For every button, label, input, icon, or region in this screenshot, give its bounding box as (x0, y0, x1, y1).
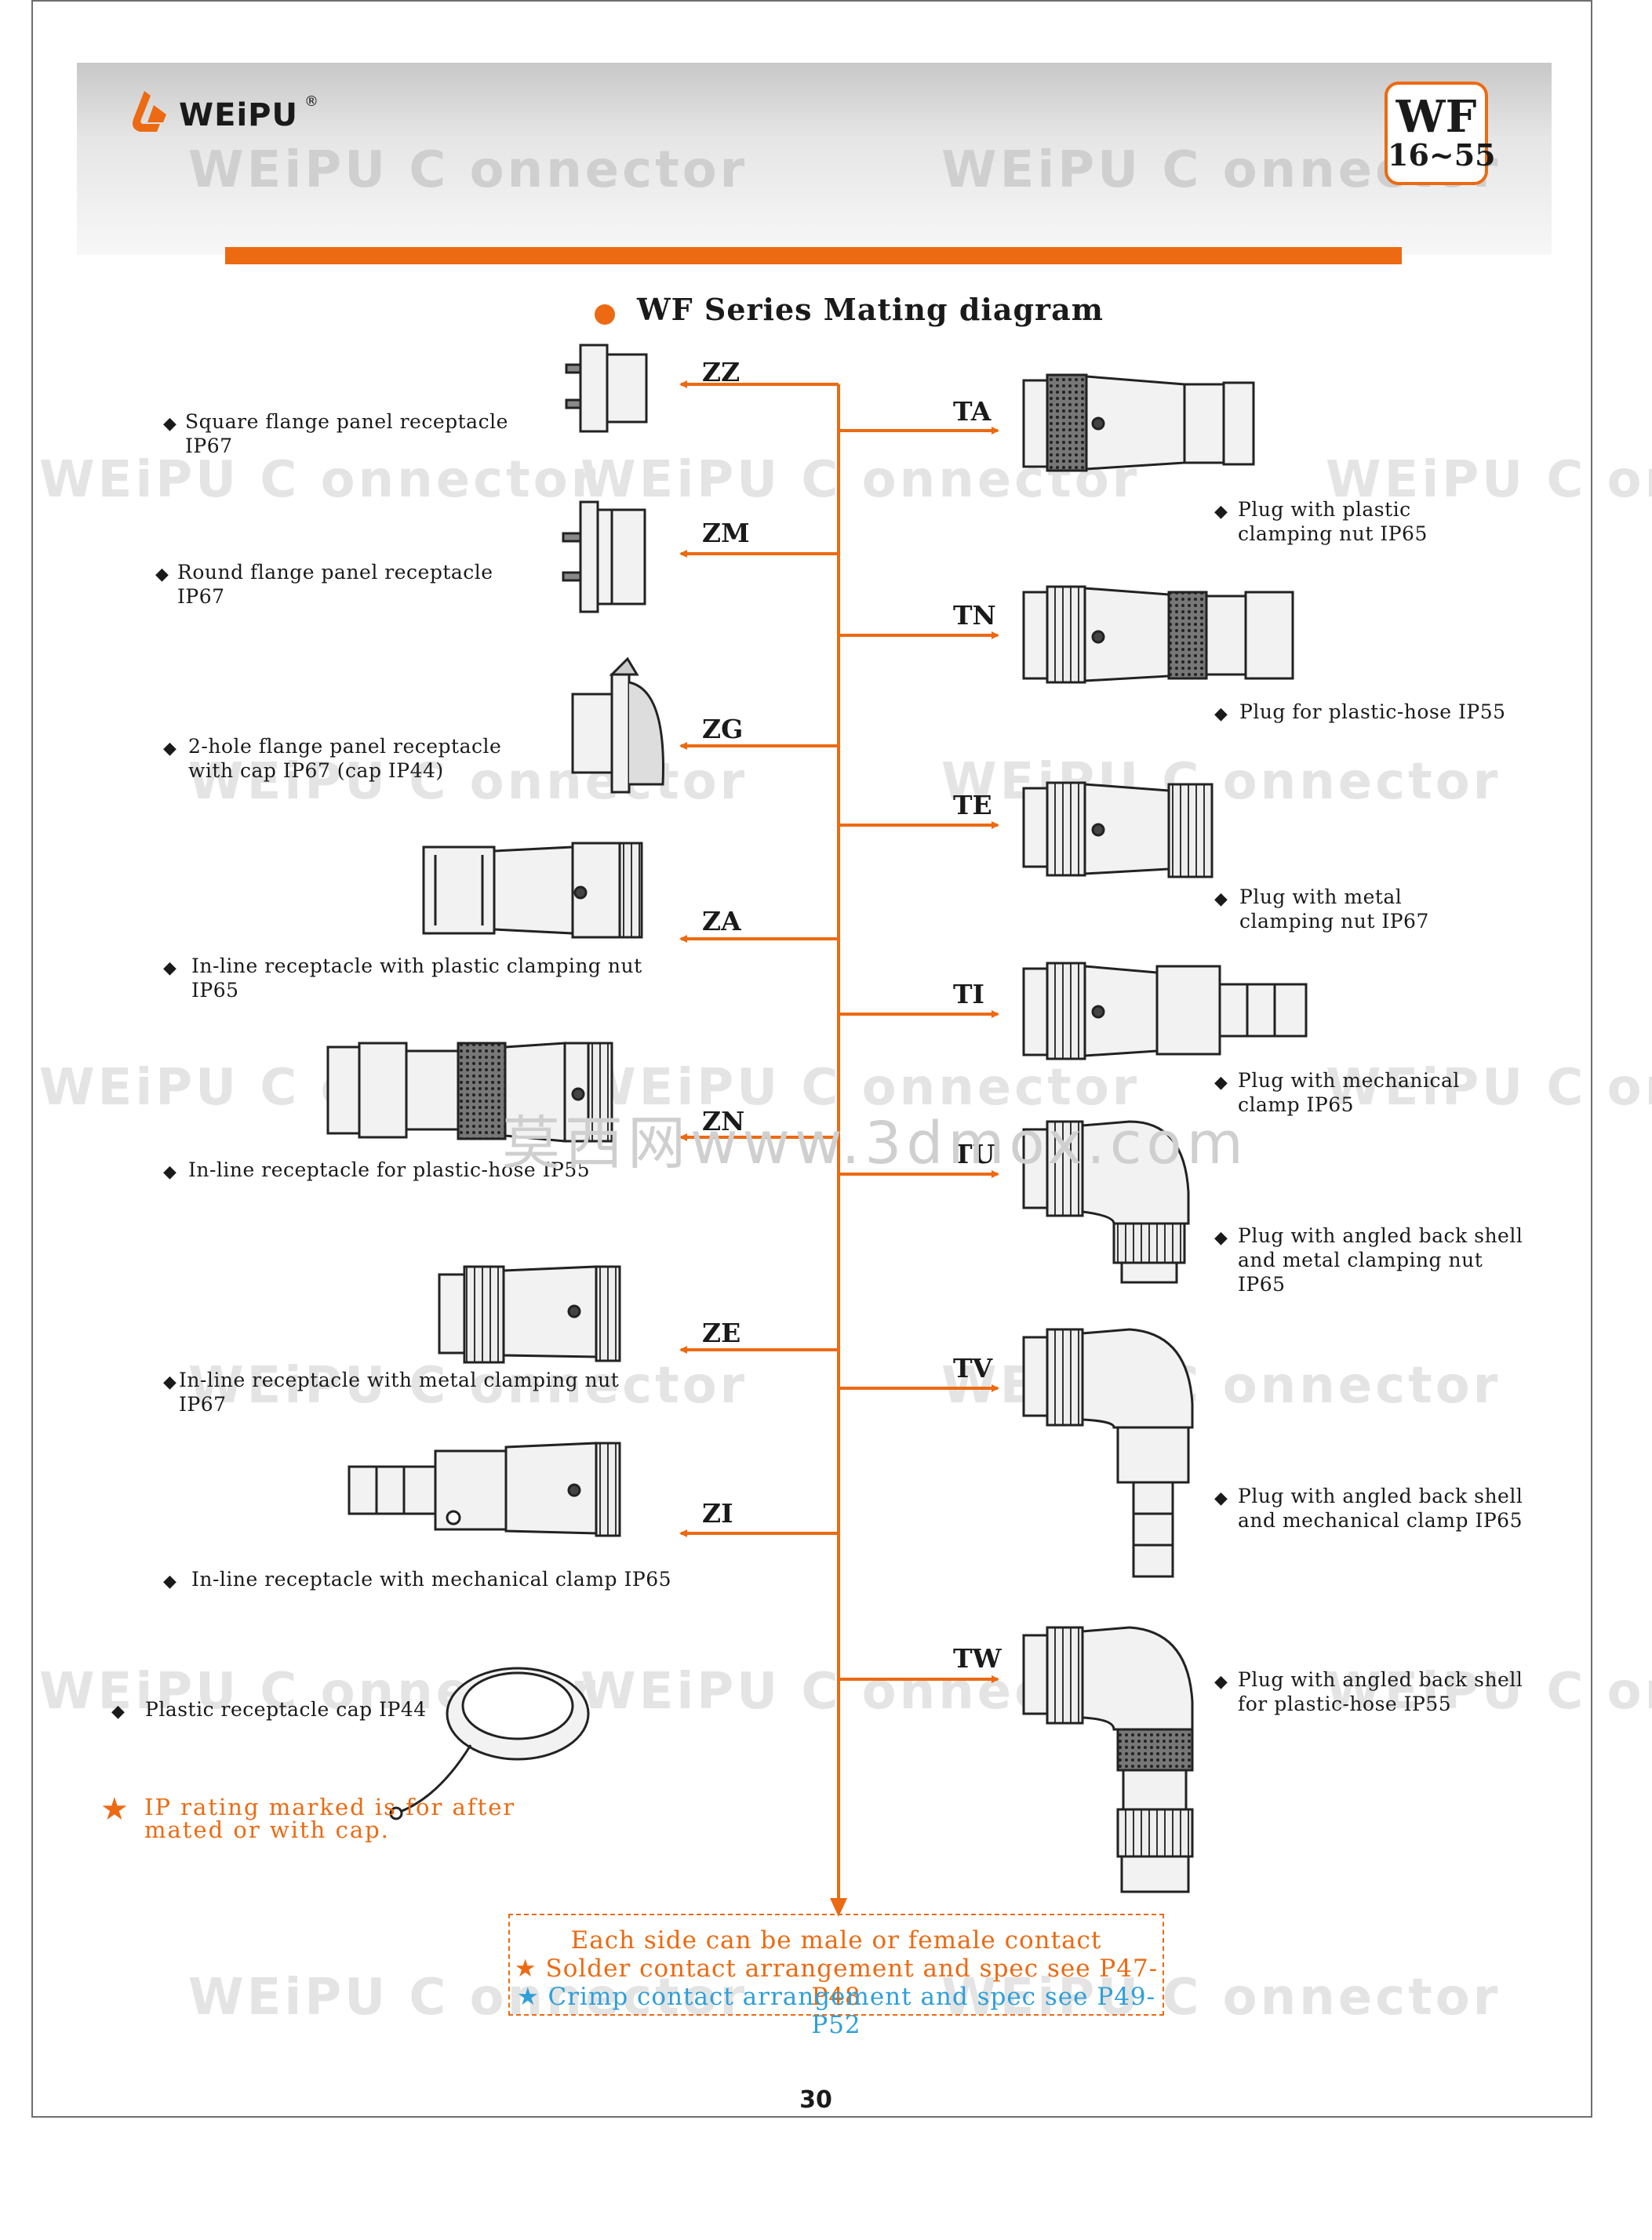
legend-line-1: Each side can be male or female contact (570, 1926, 1102, 1955)
ip-rating-note: IP rating marked is for after mated or w… (144, 1794, 516, 1843)
diamond-bullet-icon: ◆ (163, 1373, 176, 1392)
desc-ze: In-line receptacle with metal clamping n… (179, 1369, 620, 1416)
tu-connector-drawing (1022, 1120, 1190, 1284)
body-watermark: WEiPU C onnector (1326, 1663, 1652, 1721)
registered-mark: ® (304, 93, 318, 110)
code-tv: TV (953, 1353, 993, 1384)
orange-star-icon: ★ (514, 1955, 546, 1983)
header-watermark-left: WEiPU C onnector (188, 141, 748, 199)
diamond-bullet-icon: ◆ (163, 1572, 176, 1591)
ti-connector-drawing (1022, 962, 1308, 1060)
diamond-bullet-icon: ◆ (1214, 704, 1228, 724)
code-ti: TI (953, 979, 984, 1009)
code-zz: ZZ (702, 357, 740, 387)
desc-zn: In-line receptacle for plastic-hose IP55 (188, 1158, 591, 1181)
ta-connector-drawing (1022, 373, 1255, 472)
diamond-bullet-icon: ◆ (163, 414, 176, 434)
diamond-bullet-icon: ◆ (163, 1162, 176, 1182)
star-icon: ★ (100, 1791, 129, 1827)
legend-solder-text: Solder contact arrangement and spec see … (545, 1955, 1159, 2011)
diagram-title: WF Series Mating diagram (637, 292, 1104, 327)
za-connector-drawing (422, 842, 643, 939)
series-badge: WF 16~55 (1385, 82, 1496, 185)
desc-te: Plug with metal clamping nut IP67 (1239, 885, 1429, 933)
title-bullet (595, 304, 615, 325)
diamond-bullet-icon: ◆ (1214, 502, 1228, 522)
diamond-bullet-icon: ◆ (1214, 1073, 1228, 1093)
desc-za: In-line receptacle with plastic clamping… (191, 955, 642, 1002)
zi-connector-drawing (348, 1442, 621, 1537)
code-tu: TU (953, 1139, 995, 1169)
body-watermark: WEiPU C onnector (39, 451, 599, 509)
tn-connector-drawing (1022, 585, 1294, 684)
page-frame (31, 0, 1592, 2118)
te-connector-drawing (1022, 781, 1214, 878)
body-watermark: WEiPU C onnector (941, 1969, 1501, 2027)
code-zm: ZM (702, 518, 750, 548)
tw-connector-drawing (1022, 1626, 1194, 1893)
desc-cap: Plastic receptacle cap IP44 (145, 1698, 427, 1721)
diamond-bullet-icon: ◆ (1214, 1489, 1228, 1508)
zz-connector-drawing (565, 344, 648, 433)
blue-star-icon: ★ (516, 1983, 548, 2011)
legend-crimp-text: Crimp contact arrangement and spec see P… (548, 1983, 1156, 2039)
body-watermark: WEiPU C onnector (1326, 1059, 1652, 1117)
legend-line-3: ★ Crimp contact arrangement and spec see… (510, 1983, 1163, 2039)
code-tw: TW (953, 1643, 1002, 1674)
desc-tn: Plug for plastic-hose IP55 (1239, 700, 1506, 723)
desc-tw: Plug with angled back shell for plastic-… (1238, 1668, 1523, 1715)
zn-connector-drawing (326, 1042, 613, 1143)
diamond-bullet-icon: ◆ (111, 1702, 125, 1722)
body-watermark: WEiPU C onnector (580, 1059, 1141, 1117)
diamond-bullet-icon: ◆ (1214, 1228, 1228, 1248)
desc-zg: 2-hole flange panel receptacle with cap … (188, 735, 502, 782)
page-number: 30 (799, 2086, 832, 2114)
diamond-bullet-icon: ◆ (1214, 1672, 1228, 1692)
code-zg: ZG (702, 714, 744, 744)
body-watermark: WEiPU C onnector (188, 1969, 748, 2027)
weipu-logo-icon (133, 91, 166, 132)
legend-box: Each side can be male or female contact … (508, 1914, 1164, 2039)
weipu-logo: WEiPU ® (126, 88, 318, 143)
diamond-bullet-icon: ◆ (155, 565, 169, 584)
header-band (77, 63, 1552, 255)
code-zi: ZI (702, 1498, 733, 1529)
zm-connector-drawing (562, 500, 646, 613)
desc-tu: Plug with angled back shell and metal cl… (1238, 1224, 1523, 1296)
zg-connector-drawing (571, 656, 664, 794)
header-rule (225, 247, 1402, 264)
code-te: TE (953, 790, 992, 820)
diamond-bullet-icon: ◆ (1214, 889, 1228, 909)
tv-connector-drawing (1022, 1328, 1194, 1578)
desc-ta: Plug with plastic clamping nut IP65 (1238, 498, 1428, 545)
code-ta: TA (953, 396, 992, 427)
code-tn: TN (953, 600, 996, 631)
body-watermark: WEiPU C onnector (188, 1357, 748, 1415)
ze-connector-drawing (438, 1265, 621, 1364)
diamond-bullet-icon: ◆ (163, 739, 176, 758)
body-watermark: WEiPU C onnector (1326, 451, 1652, 509)
desc-tv: Plug with angled back shell and mechanic… (1238, 1485, 1523, 1532)
badge-title: WF (1395, 91, 1477, 143)
desc-zi: In-line receptacle with mechanical clamp… (191, 1568, 672, 1591)
badge-subtitle: 16~55 (1388, 137, 1496, 173)
site-watermark: 莫西网www.3dmox.com (502, 1110, 1248, 1177)
desc-zm: Round flange panel receptacle IP67 (177, 561, 493, 608)
legend-line-2: ★ Solder contact arrangement and spec se… (510, 1955, 1163, 2011)
code-ze: ZE (702, 1318, 741, 1348)
desc-zz: Square flange panel receptacle IP67 (185, 410, 508, 457)
brand-name: WEiPU (179, 97, 298, 133)
desc-ti: Plug with mechanical clamp IP65 (1238, 1069, 1460, 1116)
code-za: ZA (702, 906, 741, 936)
cap-drawing (389, 1667, 590, 1820)
trunk-arrowhead (830, 1898, 847, 1917)
code-zn: ZN (702, 1106, 745, 1136)
diamond-bullet-icon: ◆ (163, 958, 176, 978)
